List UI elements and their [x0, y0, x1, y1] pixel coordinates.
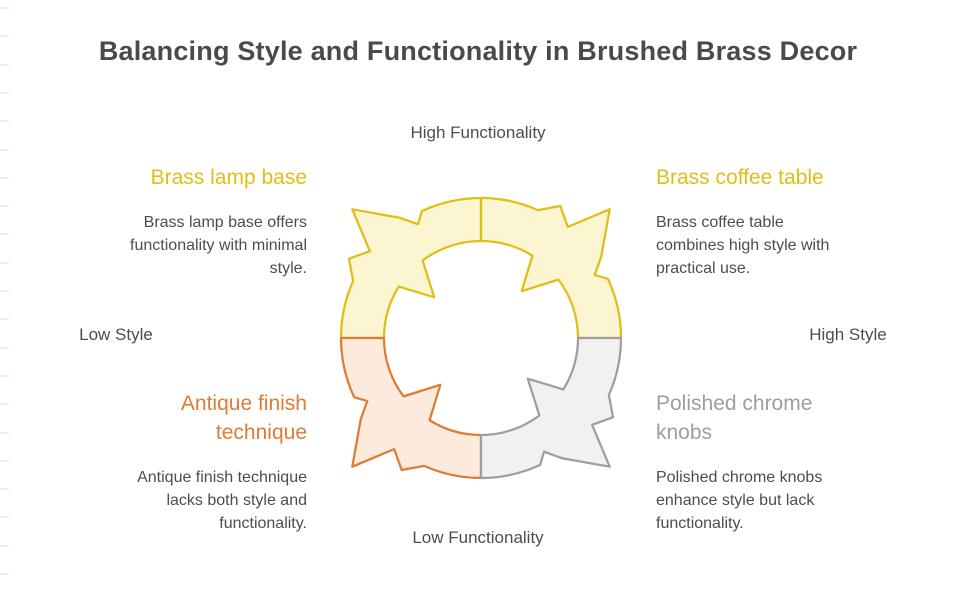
style-functionality-matrix-diagram	[339, 196, 623, 480]
quadrant-arrow-top-left	[339, 196, 483, 340]
edge-ruling-tick	[0, 205, 9, 207]
quadrant-block-antique-finish-technique: Antique finish technique Antique finish …	[40, 389, 307, 535]
edge-ruling-tick	[0, 375, 9, 377]
quadrant-description: Brass lamp base offers functionality wit…	[130, 214, 307, 277]
axis-label-low-functionality: Low Functionality	[412, 528, 544, 547]
edge-ruling-tick	[0, 177, 9, 179]
quadrant-description: Polished chrome knobs enhance style but …	[656, 469, 823, 532]
edge-ruling-tick	[0, 120, 9, 122]
edge-ruling-tick	[0, 35, 9, 37]
quadrant-heading: Brass lamp base	[150, 166, 307, 189]
edge-ruling-tick	[0, 432, 9, 434]
quadrant-arrow-bottom-left	[339, 336, 483, 480]
edge-ruling-tick	[0, 460, 9, 462]
edge-ruling-tick	[0, 290, 9, 292]
edge-ruling-tick	[0, 64, 9, 66]
quadrant-block-brass-lamp-base: Brass lamp base Brass lamp base offers f…	[40, 163, 307, 280]
quadrant-block-brass-coffee-table: Brass coffee table Brass coffee table co…	[656, 163, 916, 280]
edge-ruling-tick	[0, 403, 9, 405]
edge-ruling-tick	[0, 488, 9, 490]
quadrant-description: Brass coffee table combines high style w…	[656, 214, 830, 277]
edge-ruling-tick	[0, 233, 9, 235]
edge-ruling-tick	[0, 318, 9, 320]
quadrant-arrow-top-right	[479, 196, 623, 340]
quadrant-heading: Antique finish technique	[180, 392, 307, 444]
axis-label-high-style: High Style	[809, 325, 887, 344]
edge-ruling-tick	[0, 92, 9, 94]
quadrant-block-polished-chrome-knobs: Polished chrome knobs Polished chrome kn…	[656, 389, 916, 535]
quadrant-heading: Brass coffee table	[656, 166, 824, 189]
edge-ruling-tick	[0, 516, 9, 518]
quadrant-description: Antique finish technique lacks both styl…	[137, 469, 307, 532]
edge-ruling-tick	[0, 149, 9, 151]
edge-ruling-tick	[0, 262, 9, 264]
axis-label-low-style: Low Style	[79, 325, 153, 344]
edge-ruling-tick	[0, 7, 9, 9]
page-title: Balancing Style and Functionality in Bru…	[98, 36, 858, 66]
edge-ruling-tick	[0, 545, 9, 547]
quadrant-arrow-bottom-right	[479, 336, 623, 480]
edge-ruling-tick	[0, 573, 9, 575]
edge-ruling-tick	[0, 347, 9, 349]
axis-label-high-functionality: High Functionality	[410, 123, 546, 142]
quadrant-heading: Polished chrome knobs	[656, 392, 813, 444]
